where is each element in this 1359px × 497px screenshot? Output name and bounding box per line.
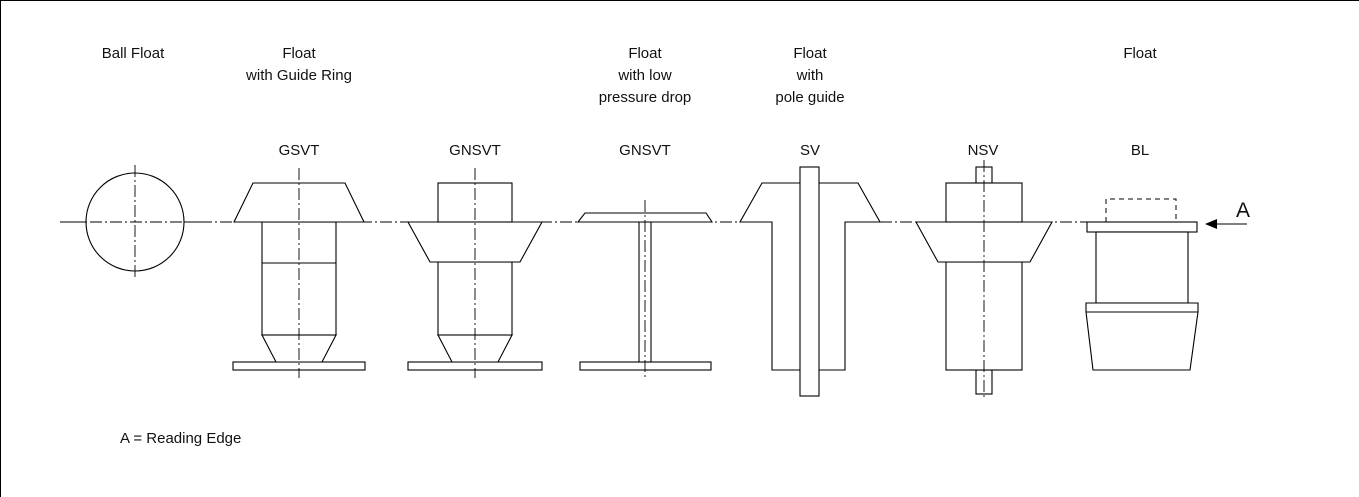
ball-float-drawing bbox=[70, 165, 200, 280]
title-gnsvt-low-line-2: with low bbox=[617, 67, 672, 84]
code-sv: SV bbox=[800, 142, 820, 159]
title-sv-line-1: Float bbox=[793, 45, 827, 62]
gsvt-float-drawing bbox=[232, 168, 366, 378]
nsv-float-drawing bbox=[915, 160, 1053, 400]
gnsvt-float-drawing bbox=[407, 168, 543, 378]
marker-arrow-head bbox=[1205, 219, 1217, 229]
title-ball-line-1: Ball Float bbox=[102, 45, 165, 62]
gsvt-guide-ring bbox=[233, 182, 365, 223]
bl-reading-edge-plate bbox=[1086, 221, 1198, 233]
title-bl-line-1: Float bbox=[1123, 45, 1157, 62]
sv-float-drawing bbox=[739, 166, 881, 397]
title-gnsvt-low-line-1: Float bbox=[628, 45, 662, 62]
title-sv-line-3: pole guide bbox=[775, 89, 844, 106]
title-gnsvt-low: Float with low pressure drop bbox=[599, 45, 692, 106]
code-bl: BL bbox=[1131, 142, 1149, 159]
gnsvt-low-float-drawing bbox=[576, 200, 714, 380]
title-gnsvt-low-line-3: pressure drop bbox=[599, 89, 692, 106]
bl-upper-body bbox=[1095, 231, 1189, 304]
title-gsvt-line-2: with Guide Ring bbox=[245, 67, 352, 84]
gnsvt-low-base-plate bbox=[579, 361, 712, 371]
title-bl: Float bbox=[1123, 45, 1157, 62]
code-nsv: NSV bbox=[968, 142, 999, 159]
marker-label: A bbox=[1236, 199, 1250, 222]
reading-edge-marker: A bbox=[1205, 199, 1250, 229]
code-gsvt: GSVT bbox=[279, 142, 320, 159]
code-gnsvt: GNSVT bbox=[449, 142, 501, 159]
gnsvt-low-disk bbox=[576, 212, 714, 223]
title-sv-line-2: with bbox=[796, 67, 824, 84]
sv-pole-guide bbox=[799, 166, 820, 397]
title-gsvt: Float with Guide Ring bbox=[245, 45, 352, 84]
title-sv: Float with pole guide bbox=[775, 45, 844, 106]
title-ball: Ball Float bbox=[102, 45, 165, 62]
legend-reading-edge: A = Reading Edge bbox=[120, 430, 241, 447]
code-gnsvt-low: GNSVT bbox=[619, 142, 671, 159]
title-gsvt-line-1: Float bbox=[282, 45, 316, 62]
bl-float-drawing bbox=[1085, 198, 1199, 371]
bl-dashed-top bbox=[1105, 198, 1177, 222]
bl-lower-body bbox=[1085, 302, 1199, 371]
